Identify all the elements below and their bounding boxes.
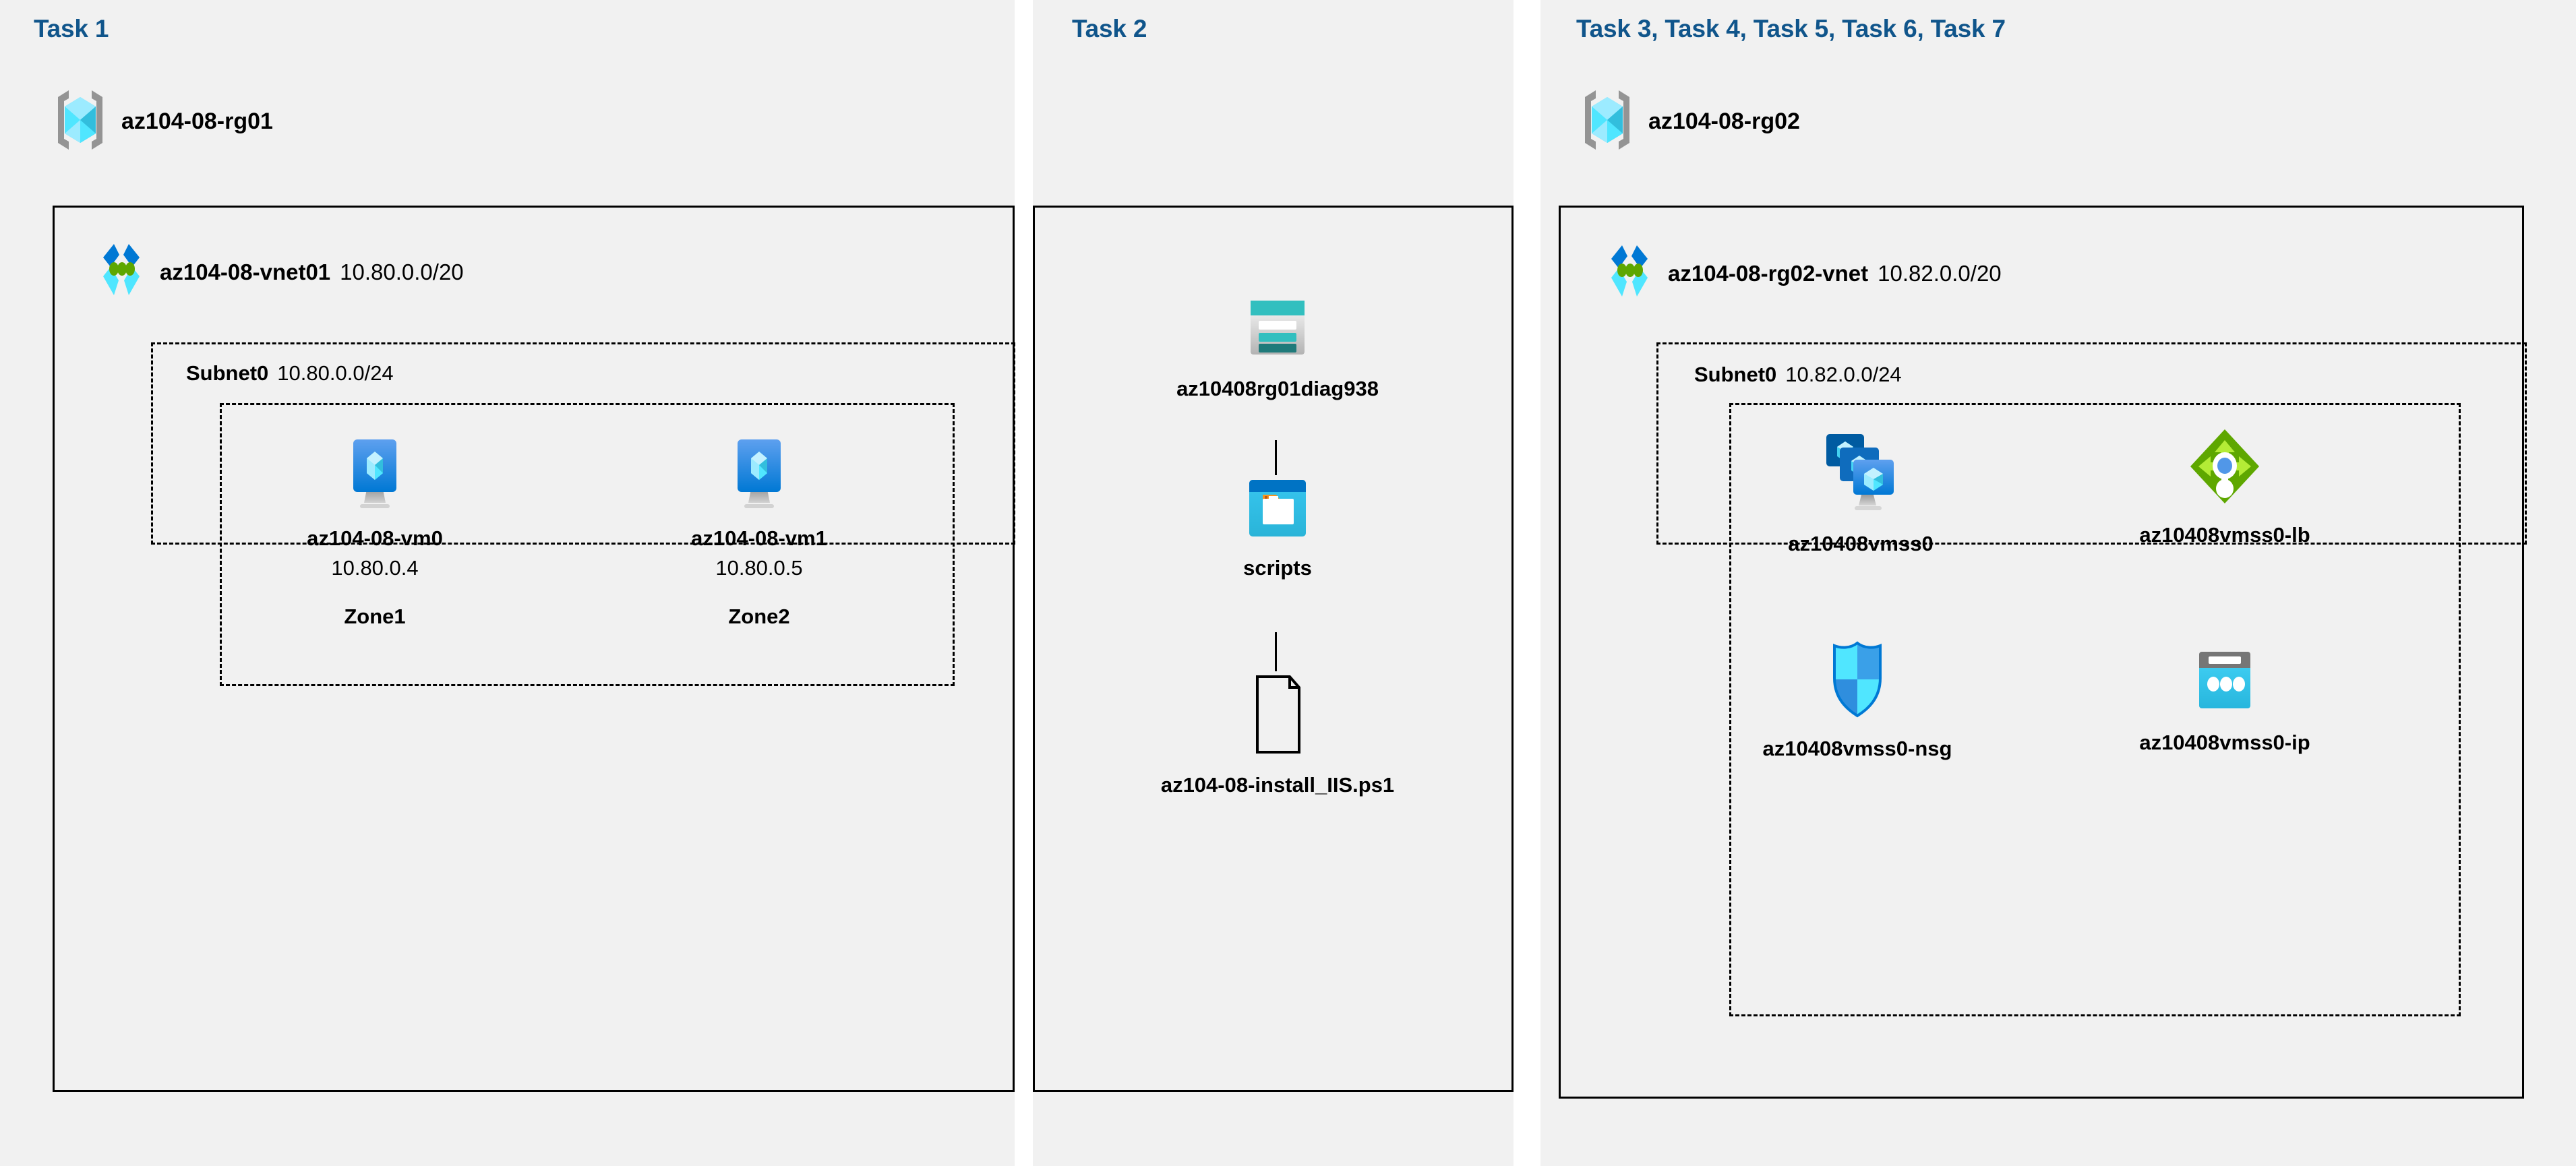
vmss-tile[interactable]: az10408vmss0 <box>1733 430 1989 556</box>
resource-group-rg02-label: az104-08-rg02 <box>1648 109 1800 134</box>
blob-container-tile[interactable]: scripts <box>1143 477 1412 580</box>
vnet02-resource-box <box>1729 403 2461 1016</box>
vm0-zone: Zone1 <box>344 605 406 628</box>
public-ip-address-icon <box>2191 649 2258 717</box>
vm1-zone: Zone2 <box>728 605 790 628</box>
blob-container-label: scripts <box>1243 556 1312 580</box>
vnet01-subnet0-box <box>151 342 1015 545</box>
nsg-tile[interactable]: az10408vmss0-nsg <box>1729 639 1985 761</box>
virtual-machine-icon <box>340 437 410 513</box>
load-balancer-icon <box>2185 427 2265 510</box>
storage-account-icon <box>1245 295 1310 363</box>
nsg-label: az10408vmss0-nsg <box>1762 737 1952 760</box>
vnet02-header[interactable]: az104-08-rg02-vnet 10.82.0.0/20 <box>1605 243 2002 304</box>
public-ip-label: az10408vmss0-ip <box>2139 731 2310 754</box>
vm0-name: az104-08-vm0 <box>307 526 443 550</box>
task3-label: Task 3, Task 4, Task 5, Task 6, Task 7 <box>1576 15 2006 42</box>
task1-label: Task 1 <box>34 15 109 42</box>
virtual-machine-icon <box>724 437 794 513</box>
file-icon <box>1245 673 1310 760</box>
virtual-network-icon <box>96 241 146 303</box>
vnet01-cidr: 10.80.0.0/20 <box>340 259 464 284</box>
vnet02-name: az104-08-rg02-vnet <box>1668 260 1869 286</box>
vmss-label: az10408vmss0 <box>1788 532 1934 555</box>
connector-storage-to-container <box>1275 440 1277 475</box>
vnet01-box: az104-08-vnet01 10.80.0.0/20 Subnet0 10.8… <box>53 206 1015 1092</box>
vm-tile-vm1[interactable]: az104-08-vm1 10.80.0.5 Zone2 <box>645 437 874 629</box>
resource-group-rg01[interactable]: az104-08-rg01 <box>54 88 273 156</box>
public-ip-tile[interactable]: az10408vmss0-ip <box>2107 649 2343 755</box>
script-file-label: az104-08-install_IIS.ps1 <box>1160 773 1395 797</box>
resource-group-icon <box>1581 88 1634 156</box>
vnet01-name: az104-08-vnet01 <box>160 259 331 284</box>
vnet01-subnet0-header: Subnet0 10.80.0.0/24 <box>186 361 394 386</box>
resource-group-rg02[interactable]: az104-08-rg02 <box>1581 88 1800 156</box>
vnet01-subnet0-name: Subnet0 <box>186 361 269 385</box>
vnet02-subnet0-header: Subnet0 10.82.0.0/24 <box>1694 363 1902 387</box>
vnet02-subnet0-box <box>1656 342 2527 545</box>
vnet02-box: az104-08-rg02-vnet 10.82.0.0/20 Subnet0 1… <box>1559 206 2527 1099</box>
storage-account-tile[interactable]: az10408rg01diag938 <box>1143 295 1412 401</box>
vnet01-subnet0-cidr: 10.80.0.0/24 <box>277 361 394 385</box>
vm-scale-set-icon <box>1817 430 1905 518</box>
vm-tile-vm0[interactable]: az104-08-vm0 10.80.0.4 Zone1 <box>260 437 489 629</box>
resource-group-icon <box>54 88 107 156</box>
vnet02-subnet0-cidr: 10.82.0.0/24 <box>1785 363 1902 386</box>
network-security-group-icon <box>1824 639 1891 723</box>
script-file-tile[interactable]: az104-08-install_IIS.ps1 <box>1102 673 1453 797</box>
connector-container-to-file <box>1275 632 1277 671</box>
vm1-name: az104-08-vm1 <box>691 526 827 550</box>
vnet01-header[interactable]: az104-08-vnet01 10.80.0.0/20 <box>96 241 464 303</box>
blob-container-icon <box>1247 477 1309 543</box>
vnet01-zone-box <box>220 403 955 686</box>
task2-label: Task 2 <box>1072 15 1147 42</box>
virtual-network-icon <box>1605 243 1654 304</box>
task2-content-box: az10408rg01diag938 <box>1033 206 1514 1092</box>
vnet02-cidr: 10.82.0.0/20 <box>1878 260 2002 286</box>
resource-group-rg01-label: az104-08-rg01 <box>121 109 273 134</box>
load-balancer-tile[interactable]: az10408vmss0-lb <box>2097 427 2353 547</box>
vm0-ip: 10.80.0.4 <box>331 556 419 580</box>
vm1-ip: 10.80.0.5 <box>715 556 803 580</box>
storage-account-label: az10408rg01diag938 <box>1176 377 1379 400</box>
vnet02-subnet0-name: Subnet0 <box>1694 363 1777 386</box>
load-balancer-label: az10408vmss0-lb <box>2139 523 2310 547</box>
